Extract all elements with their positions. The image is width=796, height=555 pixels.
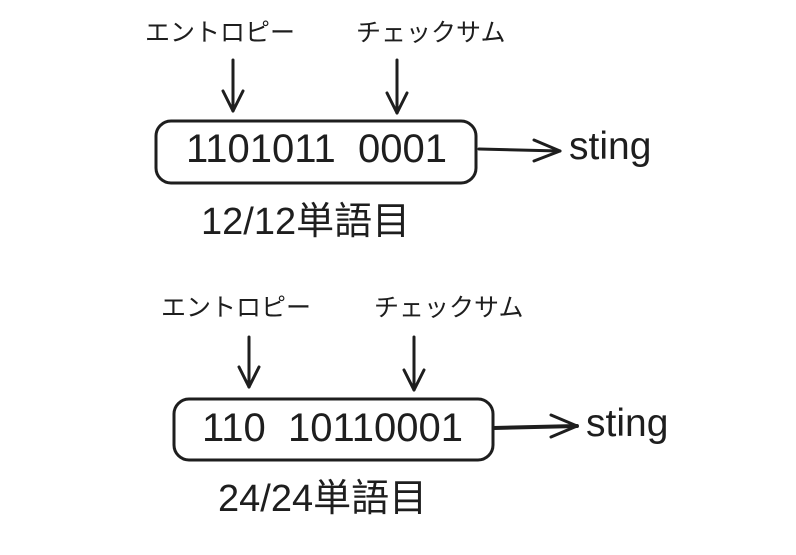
output-word: sting bbox=[586, 402, 668, 445]
entropy-label: エントロピー bbox=[145, 18, 295, 47]
diagram-24-words: エントロピー チェックサム 110 10110001 sting 24/24単語… bbox=[161, 293, 668, 520]
checksum-label: チェックサム bbox=[374, 293, 524, 322]
checksum-arrow-icon bbox=[402, 335, 426, 392]
entropy-arrow-icon bbox=[221, 58, 245, 113]
output-word: sting bbox=[569, 125, 651, 168]
entropy-arrow-icon bbox=[237, 335, 261, 389]
checksum-arrow-icon bbox=[385, 58, 409, 115]
bits-box bbox=[154, 119, 478, 185]
entropy-label: エントロピー bbox=[161, 293, 311, 322]
diagram-12-words: エントロピー チェックサム 1101011 0001 sting 12/12単語… bbox=[145, 18, 651, 243]
word-position-caption: 24/24単語目 bbox=[218, 478, 427, 520]
word-position-caption: 12/12単語目 bbox=[201, 201, 410, 243]
output-arrow-icon bbox=[477, 138, 562, 163]
checksum-label: チェックサム bbox=[356, 18, 506, 47]
bits-value: 1101011 0001 bbox=[186, 127, 447, 171]
output-arrow-icon bbox=[492, 413, 579, 439]
bits-value: 110 10110001 bbox=[202, 406, 463, 450]
